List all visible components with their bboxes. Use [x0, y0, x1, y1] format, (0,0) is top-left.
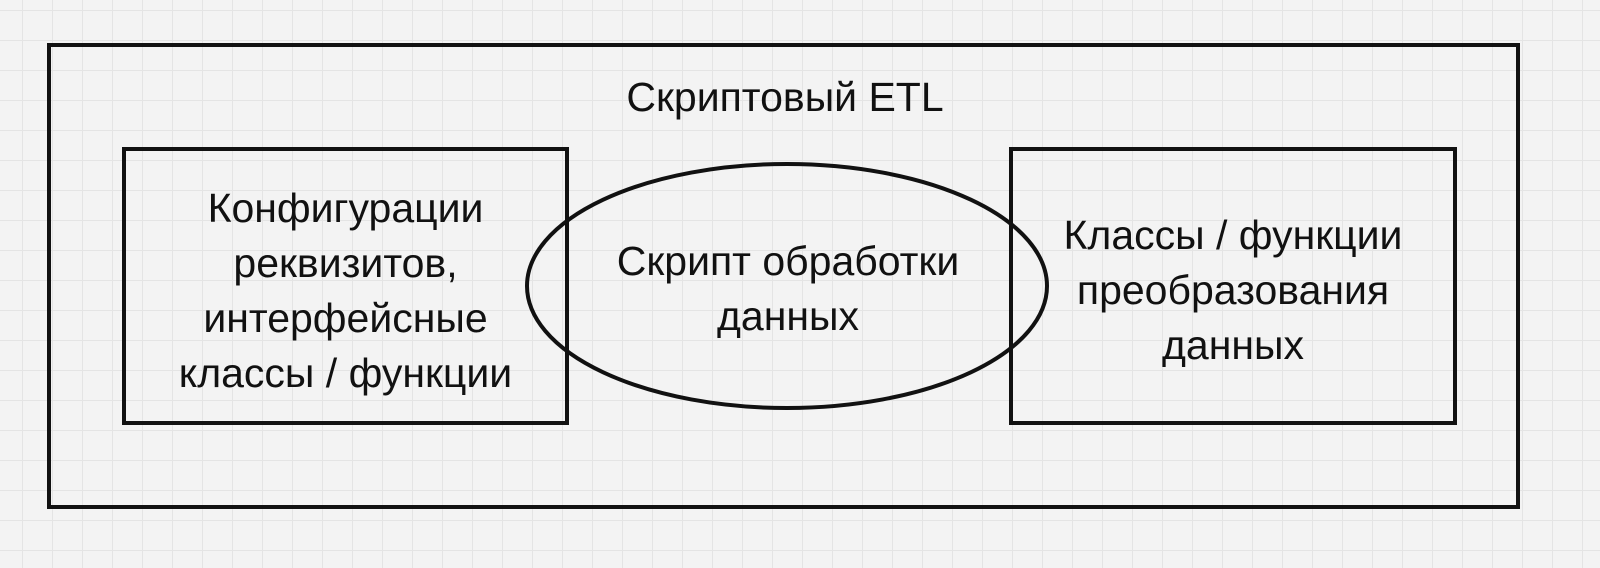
- transform-box-label: Классы / функции преобразования данных: [1063, 212, 1403, 368]
- config-box: [122, 147, 569, 425]
- script-ellipse-label: Скрипт обработки данных: [616, 238, 960, 339]
- config-box-label: Конфигурации реквизитов, интерфейсные кл…: [178, 185, 513, 396]
- transform-box: [1009, 147, 1457, 425]
- diagram-title: Скриптовый ETL: [0, 70, 1600, 125]
- diagram-title-text: Скриптовый ETL: [626, 74, 944, 120]
- etl-frame: [47, 43, 1520, 509]
